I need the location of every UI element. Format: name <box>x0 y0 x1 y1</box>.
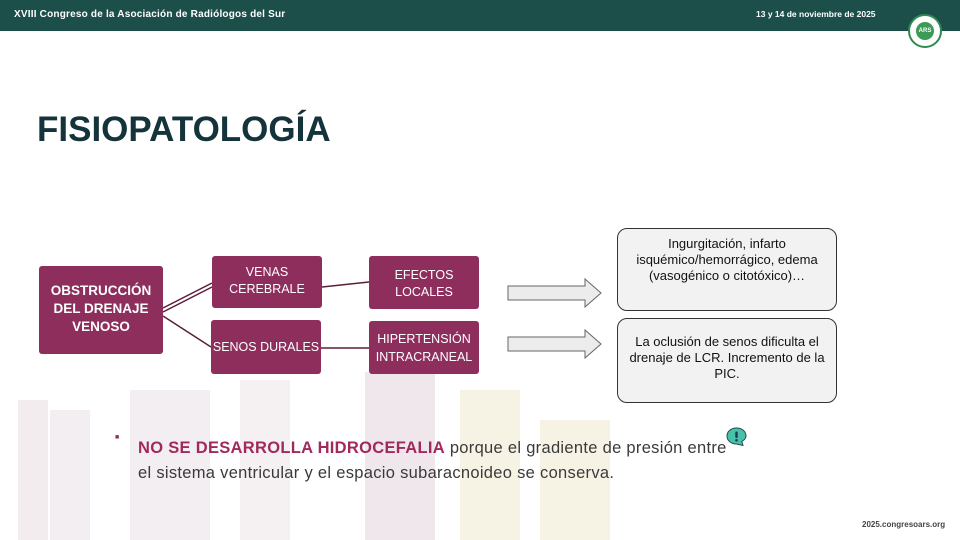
ars-logo: ARS <box>908 14 942 48</box>
bullet-rest: porque el gradiente de presión entre el … <box>138 439 727 482</box>
node-obstruccion: OBSTRUCCIÓN DEL DRENAJE VENOSO <box>39 266 163 354</box>
logo-text: ARS <box>916 22 934 40</box>
node-venas-cerebrales: VENAS CEREBRALE <box>212 256 322 308</box>
page-title: FISIOPATOLOGÍA <box>37 110 331 149</box>
header-bar: XVIII Congreso de la Asociación de Radió… <box>0 0 960 31</box>
arrow-right-icon <box>507 328 602 360</box>
box-efectos-locales: Ingurgitación, infarto isquémico/hemorrá… <box>617 228 837 311</box>
event-dates: 13 y 14 de noviembre de 2025 <box>756 9 876 19</box>
square-bullet-icon: ■ <box>115 434 120 441</box>
bullet-text: NO SE DESARROLLA HIDROCEFALIA porque el … <box>138 436 728 486</box>
node-efectos-locales: EFECTOS LOCALES <box>369 256 479 309</box>
connector-venas-efectos <box>321 281 370 288</box>
exclamation-bubble-icon <box>726 427 747 446</box>
connector-obs-venas <box>162 282 213 309</box>
event-title: XVIII Congreso de la Asociación de Radió… <box>14 9 286 20</box>
footer-url: 2025.congresoars.org <box>862 520 946 529</box>
bullet-highlight: NO SE DESARROLLA HIDROCEFALIA <box>138 439 445 457</box>
connector-obs-senos <box>162 315 212 348</box>
node-senos-durales: SENOS DURALES <box>211 320 321 374</box>
node-hipertension: HIPERTENSIÓN INTRACRANEAL <box>369 321 479 374</box>
box-hipertension: La oclusión de senos dificulta el drenaj… <box>617 318 837 403</box>
arrow-right-icon <box>507 277 602 309</box>
